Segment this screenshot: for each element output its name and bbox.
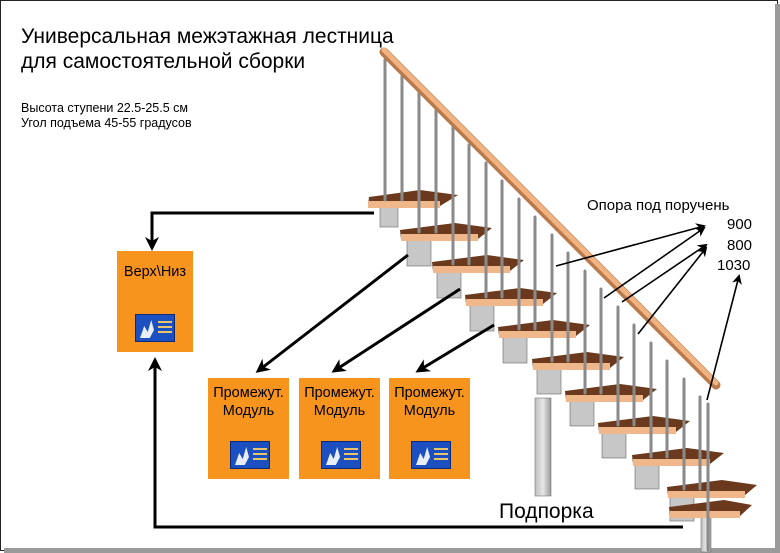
module-middle-2-line1: Промежут. [304, 385, 375, 401]
module-middle-3-line1: Промежут. [394, 385, 465, 401]
title-line-2: для самостоятельной сборки [21, 50, 306, 73]
module-package-icon [411, 441, 451, 469]
module-middle-2-line2: Модуль [313, 403, 366, 419]
handrail-size-1030: 1030 [717, 257, 751, 274]
module-package-icon [230, 441, 270, 469]
frame-shadow-bottom [4, 548, 780, 553]
tread-3 [432, 255, 524, 273]
module-middle-3: Промежут. Модуль [389, 378, 470, 479]
module-middle-3-line2: Модуль [403, 403, 456, 419]
tread-5 [498, 320, 590, 338]
handrail-size-800: 800 [727, 237, 753, 254]
arrows-to-middle-modules [255, 253, 495, 373]
tread-10 [667, 480, 757, 498]
handrail-size-900: 900 [727, 216, 753, 233]
module-package-icon [135, 314, 175, 342]
tread-8 [598, 416, 690, 434]
stair-stringer [379, 204, 695, 522]
module-middle-1-line2: Модуль [222, 403, 275, 419]
handrail [379, 47, 721, 390]
step-height-spec: Высота ступени 22.5-25.5 см [21, 101, 188, 115]
tread-1 [368, 190, 458, 208]
tread-2 [400, 223, 492, 241]
tread-9 [632, 448, 724, 466]
diagram-title: Универсальная межэтажная лестница для са… [21, 24, 394, 74]
module-top-bottom-label: Верх\Низ [123, 264, 187, 280]
balusters [383, 58, 710, 552]
module-middle-1-line1: Промежут. [213, 385, 284, 401]
arrow-top-to-topbottom [145, 211, 374, 251]
tread-6 [532, 352, 624, 370]
rise-angle-spec: Угол подъема 45-55 градусов [21, 116, 192, 130]
module-middle-1: Промежут. Модуль [208, 378, 289, 479]
title-line-1: Универсальная межэтажная лестница [21, 25, 394, 48]
tread-7 [565, 384, 657, 402]
handrail-support-arrows [555, 223, 742, 401]
frame-shadow-right [775, 4, 780, 553]
handrail-support-label: Опора под поручень [587, 197, 730, 214]
module-middle-2: Промежут. Модуль [299, 378, 380, 479]
module-package-icon [321, 441, 361, 469]
tread-11 [669, 500, 752, 518]
support-label: Подпорка [499, 500, 594, 523]
stair-specs: Высота ступени 22.5-25.5 см Угол подъема… [21, 101, 192, 131]
tread-4 [465, 288, 557, 306]
module-top-bottom: Верх\Низ [117, 251, 193, 352]
arrow-bottom-to-topbottom [148, 357, 683, 529]
